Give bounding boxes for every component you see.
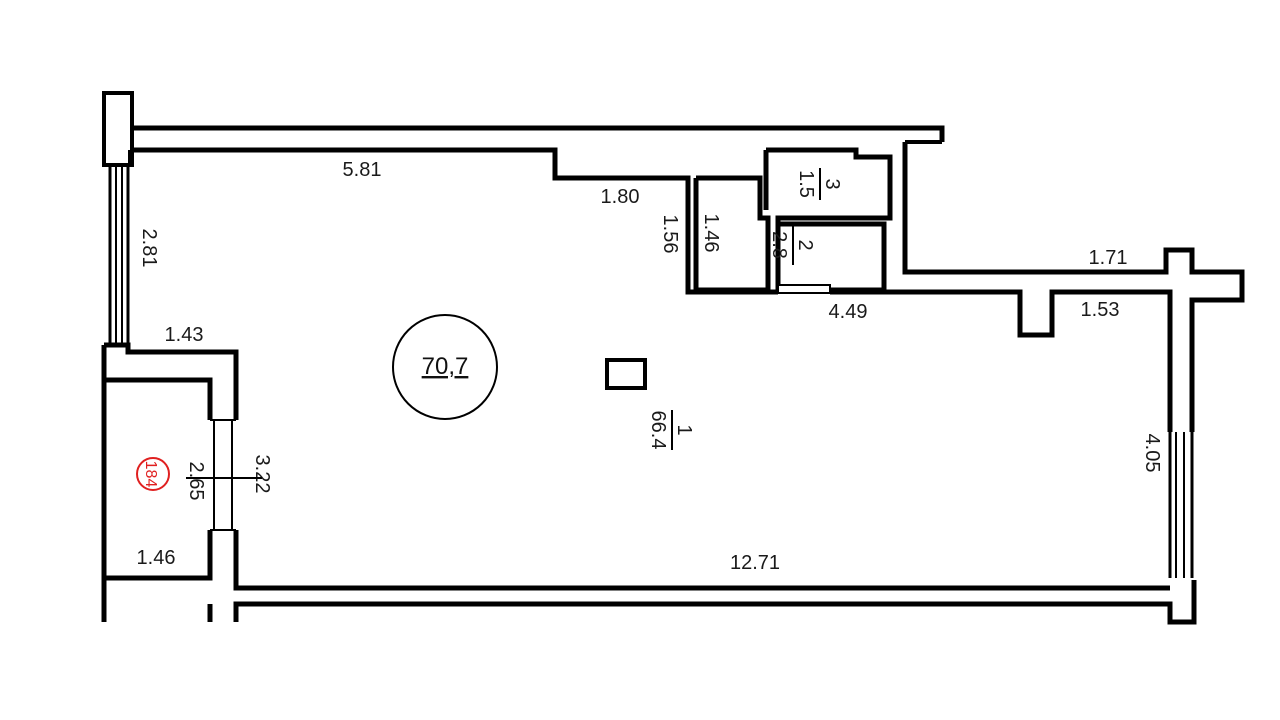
niche-top-wall [104,342,239,420]
bottom-wall-outer [233,580,1197,625]
niche-bottom-wall [104,530,213,581]
dim-niche-height: 2.65 [185,462,207,501]
room-3-area: 1.5 [795,170,817,198]
dim-top-wall: 5.81 [343,159,382,181]
room-2-number: 2 [794,239,816,250]
room-2-area: 2.8 [768,231,790,259]
room-2-label: 2 2.8 [768,225,816,265]
dim-right-upper: 1.71 [1089,247,1128,269]
top-wall-outer [130,125,945,142]
bath-room-2-left [693,175,771,293]
bathroom-walls [693,147,893,294]
bath-room-3 [766,147,893,293]
left-top-pillar [102,91,134,167]
dim-right-lower: 1.53 [1081,299,1120,321]
niche-inner-wall [101,345,213,420]
dim-bath-bottom: 4.49 [829,301,868,323]
column-box [605,358,647,390]
dim-bottom-wall: 12.71 [730,552,780,574]
room-1-number: 1 [673,424,695,435]
apartment-number-badge: 184 [136,457,170,491]
room-3-label: 3 1.5 [795,168,843,200]
room-3-number: 3 [821,178,843,189]
dim-step-wall: 1.80 [601,186,640,208]
total-area-circle [392,314,498,420]
dim-bath-outer: 1.56 [659,215,681,254]
right-pillar [1040,247,1245,432]
total-area-marker: 70,7 [392,314,498,420]
main-room-walls [128,140,1245,578]
apartment-badge-circle [136,457,170,491]
exterior-walls [101,91,1197,625]
dim-left-window: 2.81 [138,229,160,268]
apartment-number: 184 [142,461,159,488]
room-1-label: 1 66.4 [647,410,695,450]
dim-niche-top: 1.43 [165,324,204,346]
room-1-area: 66.4 [647,411,669,450]
dimension-labels: 5.81 1.80 1.71 1.53 4.49 1.43 1.46 12.71… [137,159,1163,574]
dim-niche-bottom: 1.46 [137,547,176,569]
dim-niche-depth: 3.22 [251,455,273,494]
total-area-value: 70,7 [422,353,469,380]
right-upper-wall [902,142,1040,275]
bottom-wall-inner [233,530,1170,591]
dim-bath-inner: 1.46 [700,214,722,253]
dim-right-window: 4.05 [1141,434,1163,473]
main-room-right-wall [830,289,1173,432]
